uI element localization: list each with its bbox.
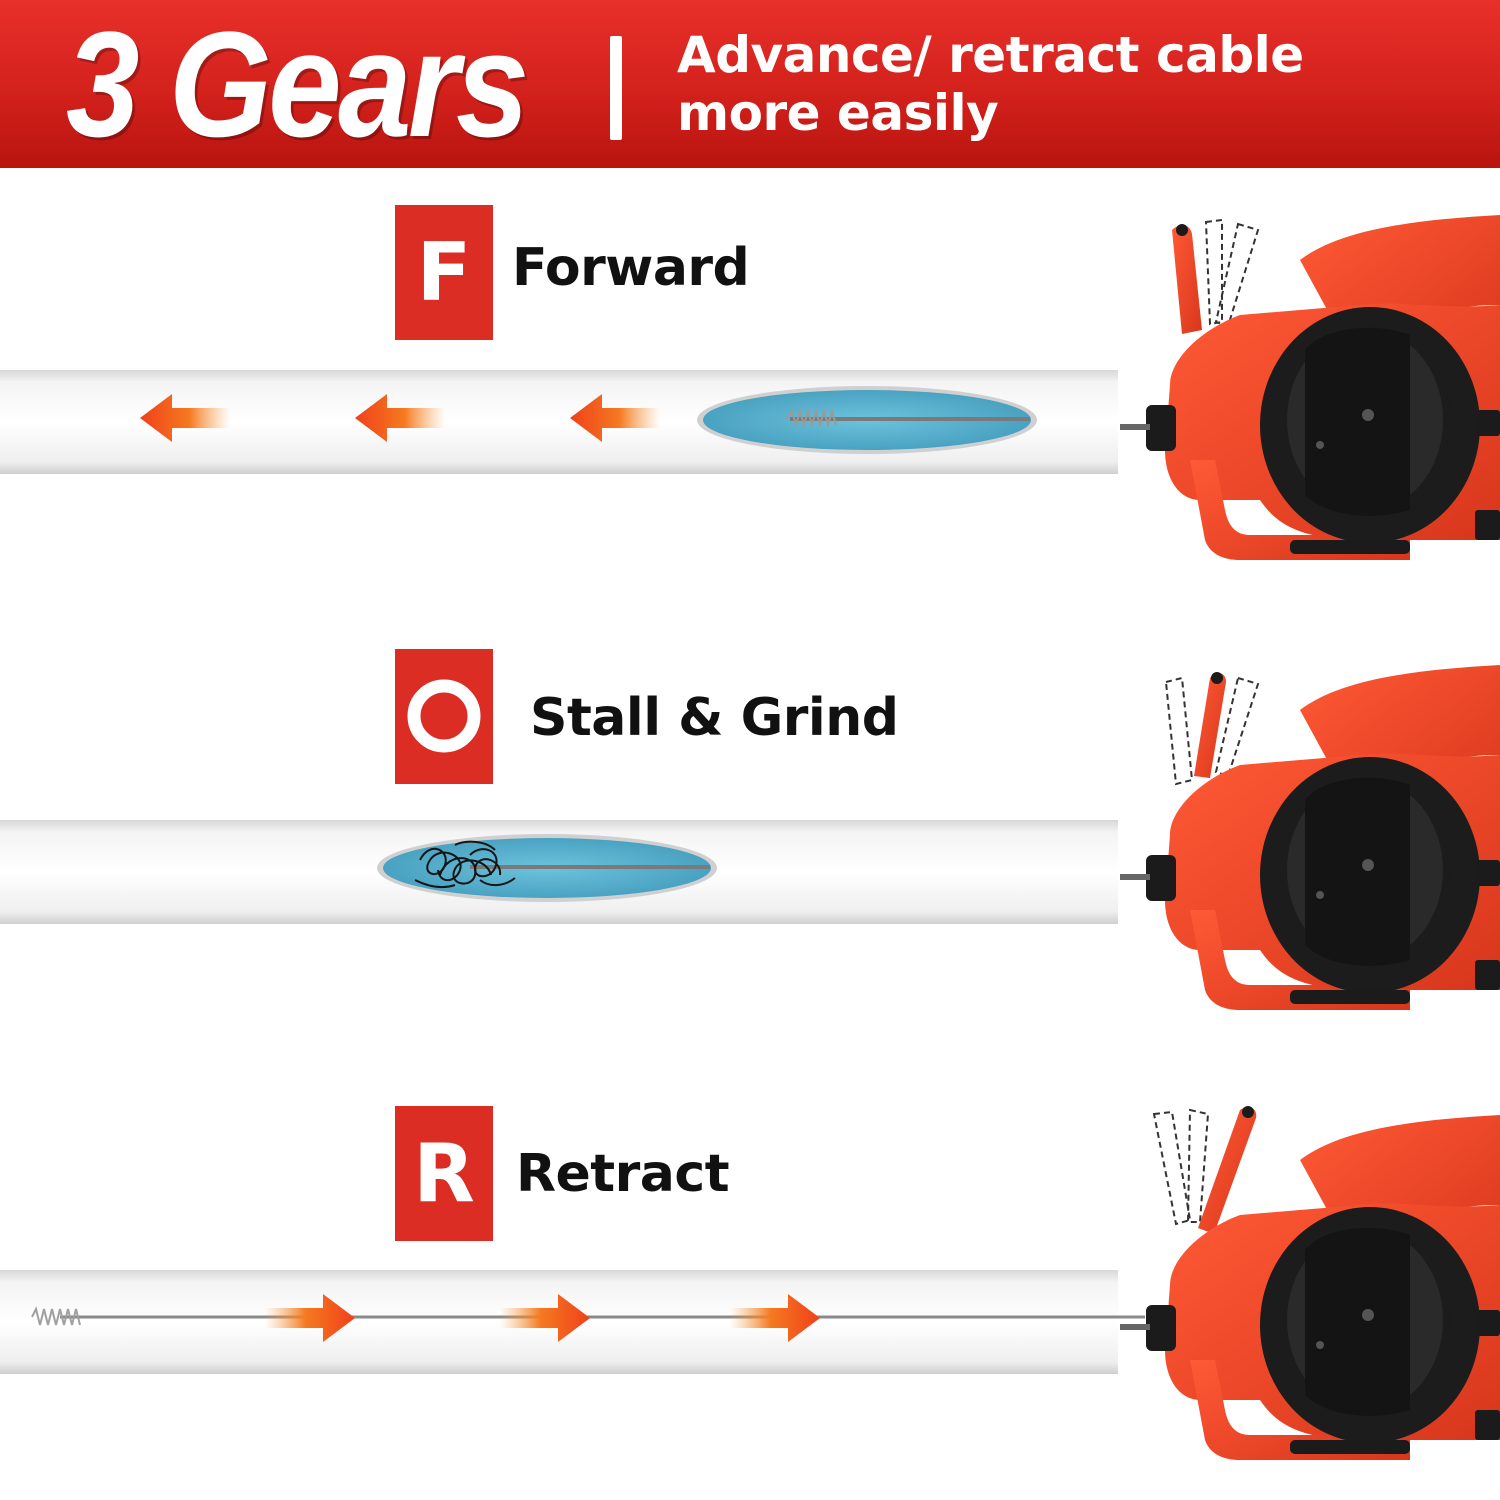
banner-subtitle-line-1: Advance/ retract cable [677, 26, 1304, 84]
banner-subtitle: Advance/ retract cable more easily [677, 26, 1477, 142]
auger-cable [31, 1306, 1145, 1326]
drain-auger-tool [1120, 665, 1500, 1010]
hair-clog-icon [414, 840, 516, 889]
banner-title: 3 Gears [66, 0, 529, 168]
header-banner: 3 Gears Advance/ retract cable more easi… [0, 0, 1500, 168]
direction-lever-icon [1164, 672, 1260, 786]
gear-label-retract: Retract [516, 1144, 730, 1204]
arrow-left-icon [355, 394, 445, 442]
gear-row-forward: F Forward [0, 180, 1500, 600]
drain-pipe [0, 820, 1118, 924]
gear-label-stall-grind: Stall & Grind [530, 688, 899, 748]
arrow-left-icon [570, 394, 660, 442]
forward-letter-icon: F [395, 205, 493, 340]
banner-divider [610, 36, 622, 140]
clog-window [697, 386, 1037, 454]
arrow-right-icon [500, 1294, 590, 1342]
drain-auger-tool [1120, 215, 1500, 560]
arrow-left-icon [140, 394, 230, 442]
gear-label-forward: Forward [512, 238, 750, 298]
drain-auger-tool [1120, 1106, 1500, 1460]
banner-subtitle-line-2: more easily [677, 84, 999, 142]
gear-row-stall-grind: Stall & Grind [0, 630, 1500, 1050]
retract-letter-icon: R [395, 1106, 493, 1241]
drain-pipe [0, 370, 1118, 474]
arrow-right-icon [730, 1294, 820, 1342]
direction-lever-icon [1152, 1106, 1257, 1234]
arrow-right-icon [265, 1294, 355, 1342]
clog-window [377, 834, 717, 902]
gear-row-retract: R Retract [0, 1080, 1500, 1500]
drain-pipe [0, 1270, 1145, 1374]
stall-circle-icon [395, 649, 493, 784]
